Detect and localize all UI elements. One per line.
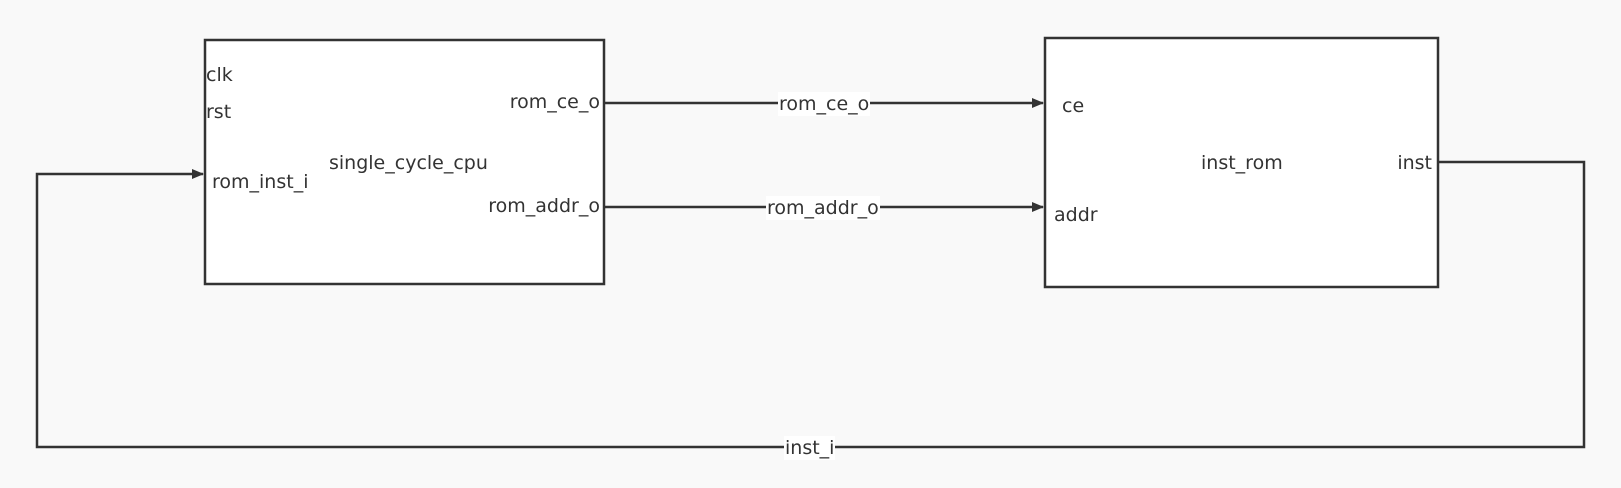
rom-port-ce: ce [1062,95,1085,117]
wire-label-rom-addr: rom_addr_o [766,196,880,220]
rom-block[interactable] [1043,36,1440,289]
rom-block-label: inst_rom [1201,152,1283,174]
cpu-block[interactable] [203,38,606,286]
cpu-port-clk: clk [206,64,233,86]
rom-port-inst: inst [1397,152,1432,174]
wire-label-inst-i: inst_i [784,436,836,460]
rom-port-addr: addr [1054,204,1098,226]
cpu-block-label: single_cycle_cpu [329,152,488,174]
cpu-port-rom-addr-o: rom_addr_o [488,195,600,217]
cpu-port-rom-ce-o: rom_ce_o [509,91,600,113]
cpu-port-rom-inst-i: rom_inst_i [212,171,309,193]
wire-label-rom-ce: rom_ce_o [778,92,871,116]
cpu-port-rst: rst [206,101,232,123]
